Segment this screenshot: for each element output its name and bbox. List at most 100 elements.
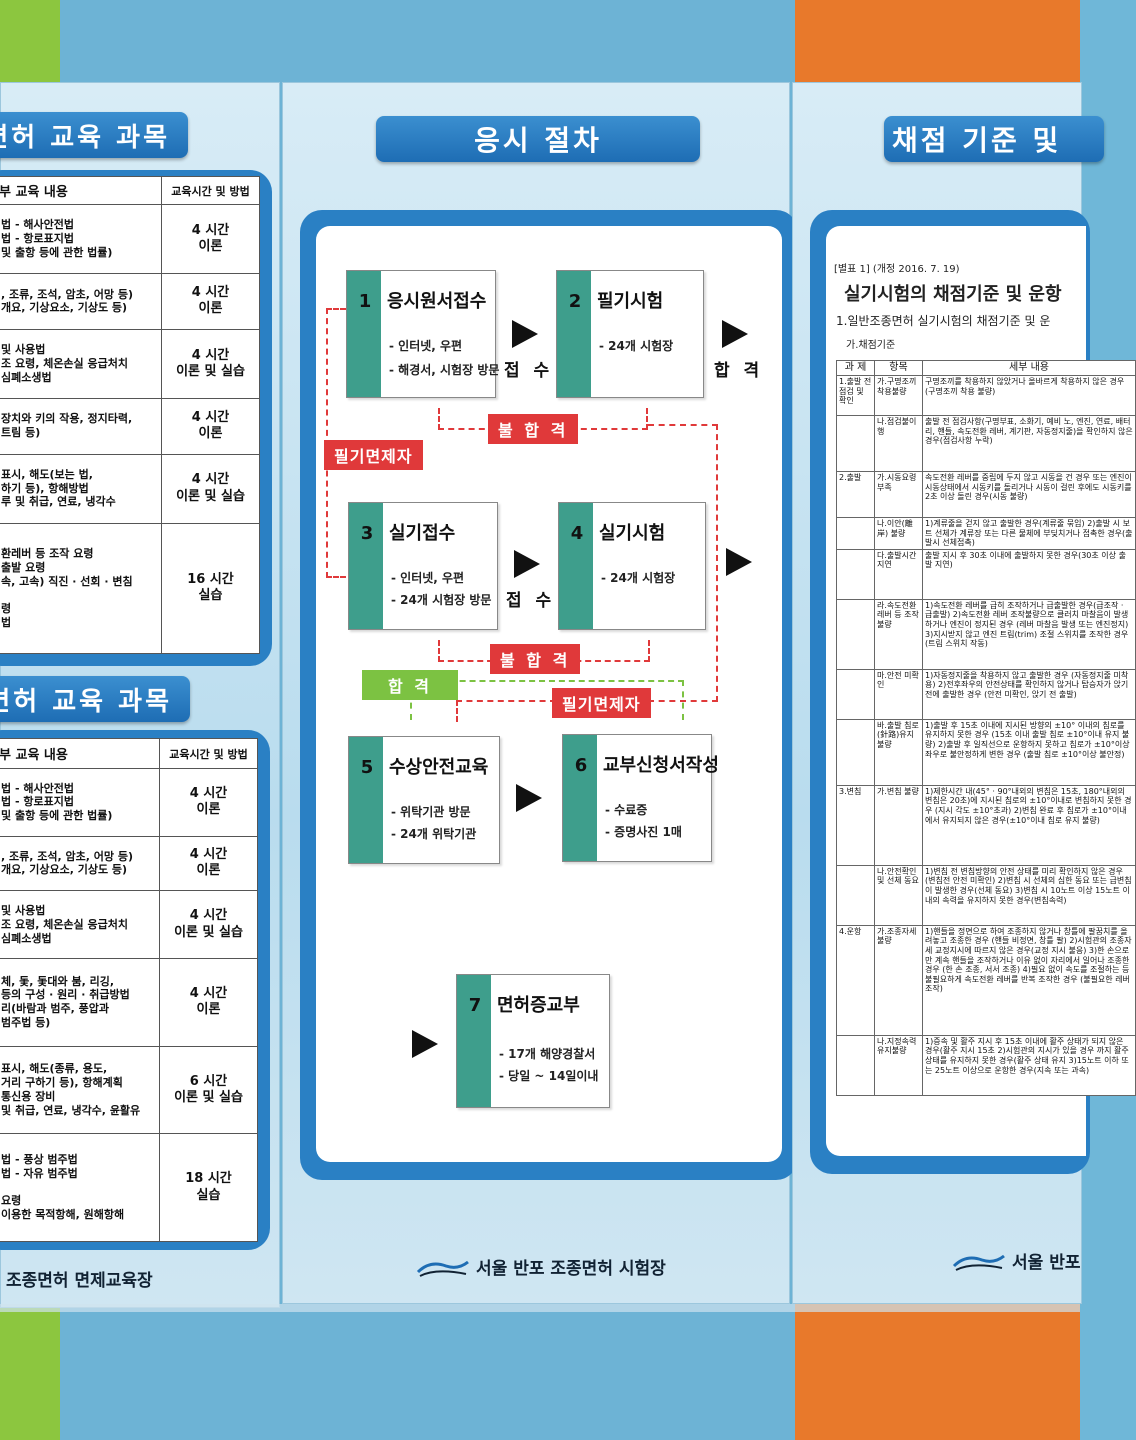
item-cell: 가.변침 불량 [874, 784, 923, 866]
arrow-right-icon [512, 320, 538, 348]
time-cell: 4 시간 이론 [161, 204, 260, 274]
table-row: 법 - 해사안전법 법 - 항로표지법 및 출항 등에 관한 법률)4 시간 이… [0, 768, 258, 837]
right-title: 실기시험의 채점기준 및 운항 [844, 284, 1062, 305]
item-cell: 나.지정속력 유지불량 [874, 1034, 923, 1096]
step-1: 1 응시원서접수 - 인터넷, 우편 - 해경서, 시험장 방문 [346, 270, 499, 398]
step-detail: - 24개 시험장 방문 [391, 593, 492, 607]
connector-pass-line [410, 680, 684, 720]
right-footer: 서울 반포 [952, 1248, 1080, 1274]
content-cell: 환레버 등 조작 요령 출발 요령 속, 고속) 직진 · 선회 · 변침 령 … [0, 522, 162, 655]
detail-cell: 출발 전 점검사항(구명부표, 소화기, 예비 노, 엔진, 연료, 배터리, … [922, 415, 1136, 472]
item-cell: 다.출발시간 지연 [874, 548, 923, 600]
center-heading: 응시 절차 [376, 116, 700, 162]
step-4: 4 실기시험 - 24개 시험장 [558, 502, 706, 630]
detail-cell: 1)제한시간 내(45° · 90°내외의 변침은 15초, 180°내외의 변… [922, 784, 1136, 866]
detail-cell: 1)계류줄을 걷지 않고 출발한 경우(계류줄 묶임) 2)출발 시 보트 선체… [922, 517, 1136, 550]
left-heading-1: 면허 교육 과목 [0, 112, 188, 158]
tag-fail-1: 불 합 격 [488, 414, 579, 444]
task-cell [836, 718, 875, 786]
step-detail: - 당일 ~ 14일이내 [499, 1069, 599, 1083]
time-cell: 4 시간 이론 [159, 835, 258, 892]
task-cell [836, 1034, 875, 1096]
step-detail: - 24개 위탁기관 [391, 827, 477, 841]
col-detail: 세부 내용 [922, 360, 1136, 376]
detail-cell: 1)출발 후 15초 이내에 지시된 방향의 ±10° 이내의 침로를 유지하지… [922, 718, 1136, 786]
task-cell [836, 517, 875, 550]
table-row: 환레버 등 조작 요령 출발 요령 속, 고속) 직진 · 선회 · 변침 령 … [0, 522, 260, 655]
col-time-header: 교육시간 및 방법 [161, 176, 260, 205]
step-5: 5 수상안전교육 - 위탁기관 방문 - 24개 위탁기관 [348, 736, 500, 864]
left-heading-1-text: 면허 교육 과목 [0, 122, 170, 153]
step-number: 5 [360, 757, 374, 778]
time-cell: 4 시간 이론 및 실습 [161, 328, 260, 399]
content-cell: 법 - 해사안전법 법 - 항로표지법 및 출항 등에 관한 법률) [0, 204, 162, 274]
right-heading-text: 채점 기준 및 [892, 124, 1062, 157]
task-cell: 3.변침 [836, 784, 875, 866]
table-row: 표시, 해도(보는 법, 하기 등), 항해방법 루 및 취급, 연료, 냉각수… [0, 453, 260, 524]
item-cell: 라.속도전환 레버 등 조작불량 [874, 598, 923, 670]
step-detail: - 증명사진 1매 [605, 825, 682, 839]
arrow-right-icon [514, 550, 540, 578]
step-detail: - 인터넷, 우편 [391, 571, 465, 585]
step-bar [349, 737, 383, 863]
item-cell: 나.이안(離岸) 불량 [874, 517, 923, 550]
step-2: 2 필기시험 - 24개 시험장 [556, 270, 704, 398]
task-cell: 2.출발 [836, 471, 875, 518]
step-number: 2 [568, 291, 582, 312]
content-cell: 법 - 풍상 범주법 법 - 자유 범주법 요령 이용한 목적항해, 원해항해 [0, 1133, 160, 1242]
step-title: 면허증교부 [497, 995, 580, 1016]
content-cell: 표시, 해도(보는 법, 하기 등), 항해방법 루 및 취급, 연료, 냉각수 [0, 453, 162, 524]
step-bar [563, 735, 597, 861]
task-cell [836, 548, 875, 600]
left-footer: 조종면허 면제교육장 [6, 1271, 153, 1291]
item-cell: 마.안전 미확인 [874, 668, 923, 720]
col-content-header: 부 교육 내용 [0, 176, 162, 205]
left-heading-2: 면허 교육 과목 [0, 676, 190, 722]
task-cell: 1.출발 전 점검 및 확인 [836, 375, 875, 416]
detail-cell: 속도전환 레버를 중립에 두지 않고 시동을 건 경우 또는 엔진이 시동상태에… [922, 471, 1136, 518]
step-bar [559, 503, 593, 629]
arrow-right-icon [412, 1030, 438, 1058]
col-time-header: 교육시간 및 방법 [159, 738, 258, 769]
step-detail: - 24개 시험장 [601, 571, 676, 585]
table-header: 부 교육 내용 교육시간 및 방법 [0, 738, 258, 769]
content-cell: 법 - 해사안전법 법 - 항로표지법 및 출항 등에 관한 법률) [0, 768, 160, 837]
content-cell: 및 사용법 조 요령, 체온손실 응급처치 심폐소생법 [0, 890, 160, 959]
task-cell [836, 864, 875, 926]
detail-cell: 1)핸들을 정면으로 하여 조종하지 않거나 창틀에 팔꿈치를 올려놓고 조종한… [922, 924, 1136, 1036]
step-7: 7 면허증교부 - 17개 해양경찰서 - 당일 ~ 14일이내 [456, 974, 610, 1108]
step-bar [347, 271, 381, 397]
step-detail: - 인터넷, 우편 [389, 339, 463, 353]
content-cell: 표시, 해도(종류, 용도, 거리 구하기 등), 항해계획 통신용 장비 및 … [0, 1045, 160, 1135]
arrow-right-icon [726, 548, 752, 576]
col-content-header: 부 교육 내용 [0, 738, 160, 769]
connector-exempt2-line [456, 700, 556, 722]
shelf-edge [0, 1304, 1080, 1312]
col-task: 과 제 [836, 360, 875, 376]
step-detail: - 수료증 [605, 803, 648, 817]
table-row: 체, 돛, 돛대와 붐, 리깅, 등의 구성 · 원리 · 취급방법 리(바람과… [0, 957, 258, 1047]
table-row: 장치와 키의 작용, 정지타력, 트림 등)4 시간 이론 [0, 397, 260, 455]
task-cell [836, 668, 875, 720]
content-cell: 장치와 키의 작용, 정지타력, 트림 등) [0, 397, 162, 455]
step-number: 4 [570, 523, 584, 544]
time-cell: 4 시간 이론 [161, 272, 260, 330]
label-pass-1: 합 격 [714, 361, 764, 381]
tag-fail-2: 불 합 격 [490, 644, 581, 674]
table-row: 법 - 해사안전법 법 - 항로표지법 및 출항 등에 관한 법률)4 시간 이… [0, 204, 260, 274]
arrow-right-icon [722, 320, 748, 348]
